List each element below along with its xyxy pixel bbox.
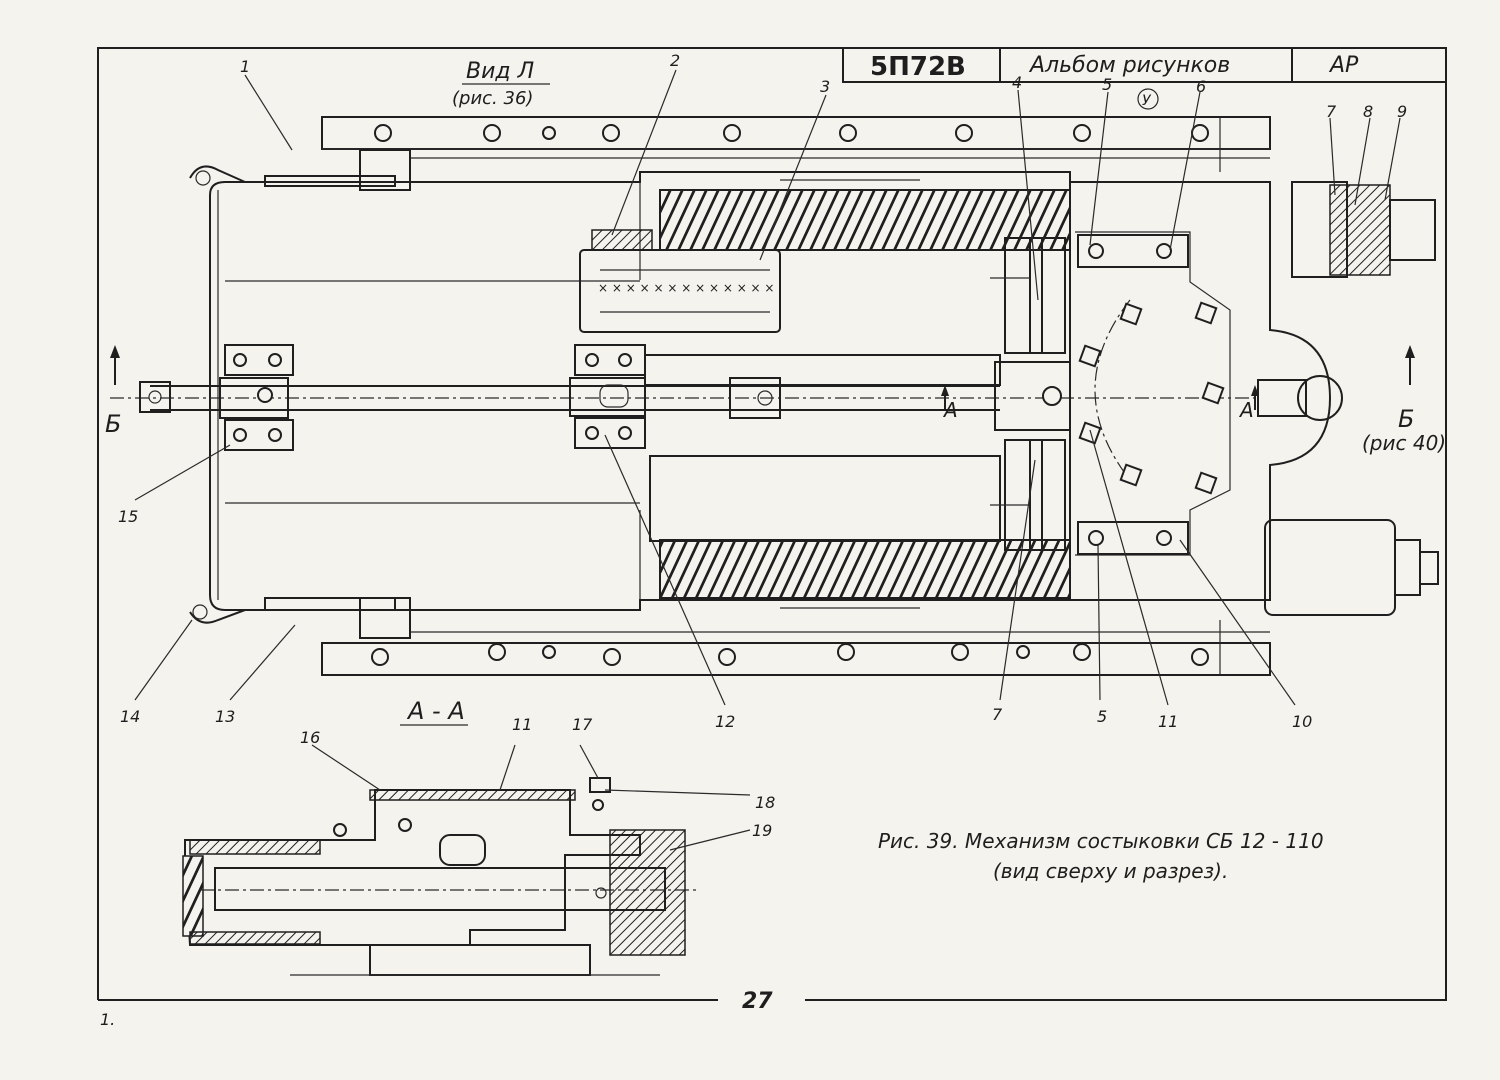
caption-line-2: (вид сверху и разрез). (993, 859, 1228, 883)
callout-14: 14 (120, 707, 140, 726)
section-mark-a-right: А (1238, 398, 1254, 422)
callout-4: 4 (1012, 73, 1022, 92)
section-mark-b-left: Б (105, 410, 121, 438)
section-ref-b: (рис 40) (1362, 431, 1446, 455)
rail-bolts (371, 124, 1209, 666)
callout-19: 19 (752, 821, 772, 840)
page-number: 27 (742, 989, 773, 1014)
title-code: АР (1328, 53, 1359, 78)
callout-numbers: 1 2 3 4 5 6 7 8 9 7 5 11 10 12 13 14 15 … (118, 51, 1407, 840)
view-label-text: Вид Л (466, 59, 534, 84)
section-heading: А - А (406, 697, 465, 725)
callout-5-top: 5 (1102, 75, 1112, 94)
caption-line-1: Рис. 39. Механизм состыковки СБ 12 - 110 (878, 829, 1324, 853)
title-block: 5П72В Альбом рисунков АР У (842, 47, 1447, 110)
callout-12: 12 (715, 712, 735, 731)
callout-15: 15 (118, 507, 138, 526)
title-model: 5П72В (870, 52, 966, 82)
section-a-a (182, 724, 700, 976)
callout-11-top: 11 (1158, 712, 1178, 731)
callout-5-bottom: 5 (1097, 707, 1107, 726)
svg-text:× × × × × × × × × × × × ×: × × × × × × × × × × × × × (598, 281, 774, 295)
callout-16: 16 (300, 728, 320, 747)
callout-6: 6 (1196, 77, 1206, 96)
section-mark-a-left: А (942, 398, 958, 422)
callout-1: 1 (240, 57, 250, 76)
figure-caption: Рис. 39. Механизм состыковки СБ 12 - 110… (878, 829, 1324, 883)
callout-7-top: 7 (1326, 102, 1337, 121)
callout-18: 18 (755, 793, 775, 812)
stamp-mark: У (1142, 93, 1152, 109)
callout-8: 8 (1363, 102, 1373, 121)
callout-10: 10 (1292, 712, 1312, 731)
leader-lines (134, 69, 1401, 851)
callout-11-bottom: 11 (512, 715, 532, 734)
corner-mark: 1. (100, 1010, 115, 1029)
top-view-assembly: × × × × × × × × × × × × × (110, 116, 1439, 676)
callout-7-bottom: 7 (992, 705, 1003, 724)
callout-9: 9 (1397, 102, 1407, 121)
callout-3: 3 (820, 77, 830, 96)
view-ref-text: (рис. 36) (452, 88, 533, 109)
callout-13: 13 (215, 707, 235, 726)
callout-2: 2 (670, 51, 680, 70)
view-label: Вид Л (рис. 36) (452, 59, 550, 109)
title-album: Альбом рисунков (1028, 53, 1230, 78)
callout-17: 17 (572, 715, 593, 734)
section-mark-b-right: Б (1398, 405, 1414, 433)
